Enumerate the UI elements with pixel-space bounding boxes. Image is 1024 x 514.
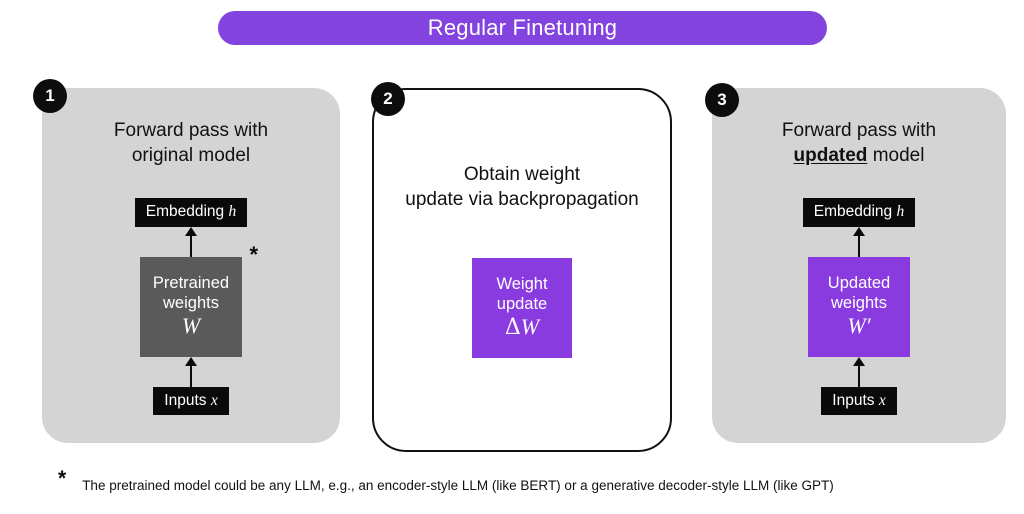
- panel-3-heading: Forward pass with updated model: [712, 118, 1006, 168]
- panel-2-flow: Weight update ΔW: [374, 258, 670, 358]
- page-title: Regular Finetuning: [427, 15, 618, 40]
- inputs-chip-3-variable: x: [878, 391, 886, 409]
- updated-weights-box: Updated weights W′: [808, 256, 910, 357]
- panel-step-1: Forward pass with original model Embeddi…: [42, 88, 340, 443]
- arrow-up-icon: [853, 356, 865, 387]
- arrow-up-icon: [853, 226, 865, 257]
- step-badge-3: 3: [705, 83, 739, 117]
- embedding-chip-3: Embedding h: [802, 198, 916, 227]
- panel-2-heading-line2: update via backpropagation: [405, 189, 639, 211]
- updated-weights-line1: Updated: [827, 273, 891, 292]
- panel-2-heading: Obtain weight update via backpropagation: [374, 162, 670, 212]
- embedding-chip-1: Embedding h: [134, 198, 248, 227]
- embedding-chip-3-variable: h: [896, 203, 905, 220]
- panel-3-heading-line1: Forward pass with: [781, 120, 937, 141]
- footnote: * The pretrained model could be any LLM,…: [58, 466, 998, 495]
- arrow-up-icon: [185, 356, 197, 387]
- panel-3-flow: Embedding h Updated weights W′ Inputs x: [712, 198, 1006, 415]
- weight-update-line1: Weight: [496, 274, 548, 293]
- panel-3-heading-emphasis: updated: [793, 145, 868, 167]
- panel-1-heading-line2: original model: [131, 145, 251, 167]
- pretrained-weights-box: * Pretrained weights W: [140, 243, 258, 357]
- inputs-chip-3: Inputs x: [821, 386, 897, 415]
- panel-3-heading-line2: model: [867, 145, 925, 167]
- weight-update-box: Weight update ΔW: [472, 258, 572, 358]
- arrow-up-icon: [185, 226, 197, 257]
- embedding-chip-3-label: Embedding: [813, 203, 893, 220]
- panel-step-2: Obtain weight update via backpropagation…: [372, 88, 672, 452]
- pretrained-weights-line2: weights: [163, 293, 219, 312]
- updated-weights-line2: weights: [831, 293, 887, 312]
- pretrained-weights-line1: Pretrained: [152, 273, 230, 292]
- weight-update-line2: update: [496, 294, 548, 313]
- embedding-chip-1-label: Embedding: [145, 203, 225, 220]
- footnote-text: The pretrained model could be any LLM, e…: [82, 478, 834, 493]
- title-banner: Regular Finetuning: [218, 11, 827, 45]
- weight-update-symbol: ΔW: [504, 314, 540, 341]
- inputs-chip-3-label: Inputs: [832, 391, 875, 409]
- panel-1-heading-line1: Forward pass with: [113, 120, 269, 141]
- footnote-asterisk-icon: *: [58, 467, 67, 490]
- panel-step-3: Forward pass with updated model Embeddin…: [712, 88, 1006, 443]
- embedding-chip-1-variable: h: [228, 203, 237, 220]
- inputs-chip-1-variable: x: [210, 391, 218, 409]
- panel-1-heading: Forward pass with original model: [42, 118, 340, 168]
- inputs-chip-1-label: Inputs: [164, 391, 207, 409]
- updated-weights-symbol: W′: [847, 313, 871, 339]
- panel-2-heading-line1: Obtain weight: [463, 164, 581, 185]
- pretrained-weights-symbol: W: [181, 313, 201, 339]
- footnote-marker-icon: *: [249, 241, 258, 267]
- step-badge-1: 1: [33, 79, 67, 113]
- step-badge-2: 2: [371, 82, 405, 116]
- inputs-chip-1: Inputs x: [153, 386, 229, 415]
- panel-1-flow: Embedding h * Pretrained weights W Input…: [42, 198, 340, 415]
